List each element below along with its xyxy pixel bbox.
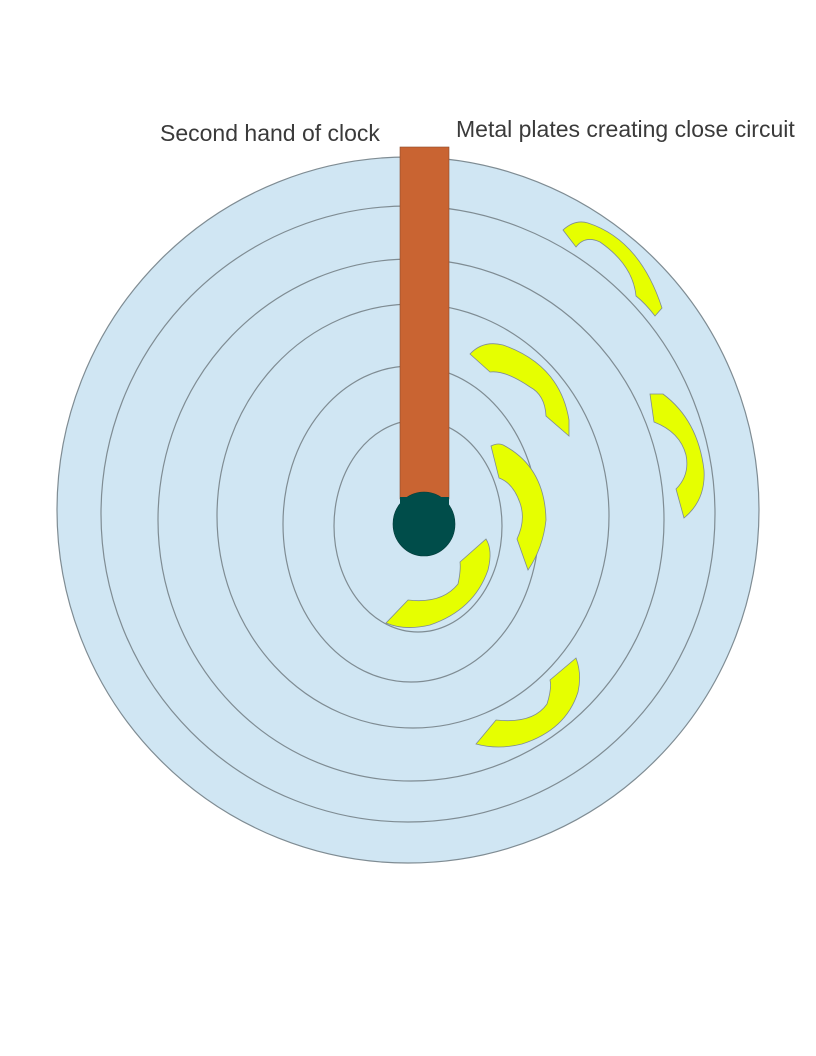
metal-plate-4 [490,443,547,571]
metal-plate-6 [475,657,580,748]
metal-plate-2 [469,343,570,437]
metal-plate-3 [649,393,705,519]
metal-plate-1 [562,221,663,317]
hub-connector [400,497,449,509]
metal-plate-5 [385,538,491,628]
second-hand [399,146,450,500]
metal-plates-label: Metal plates creating close circuit [456,116,795,142]
second-hand-label: Second hand of clock [160,120,380,146]
